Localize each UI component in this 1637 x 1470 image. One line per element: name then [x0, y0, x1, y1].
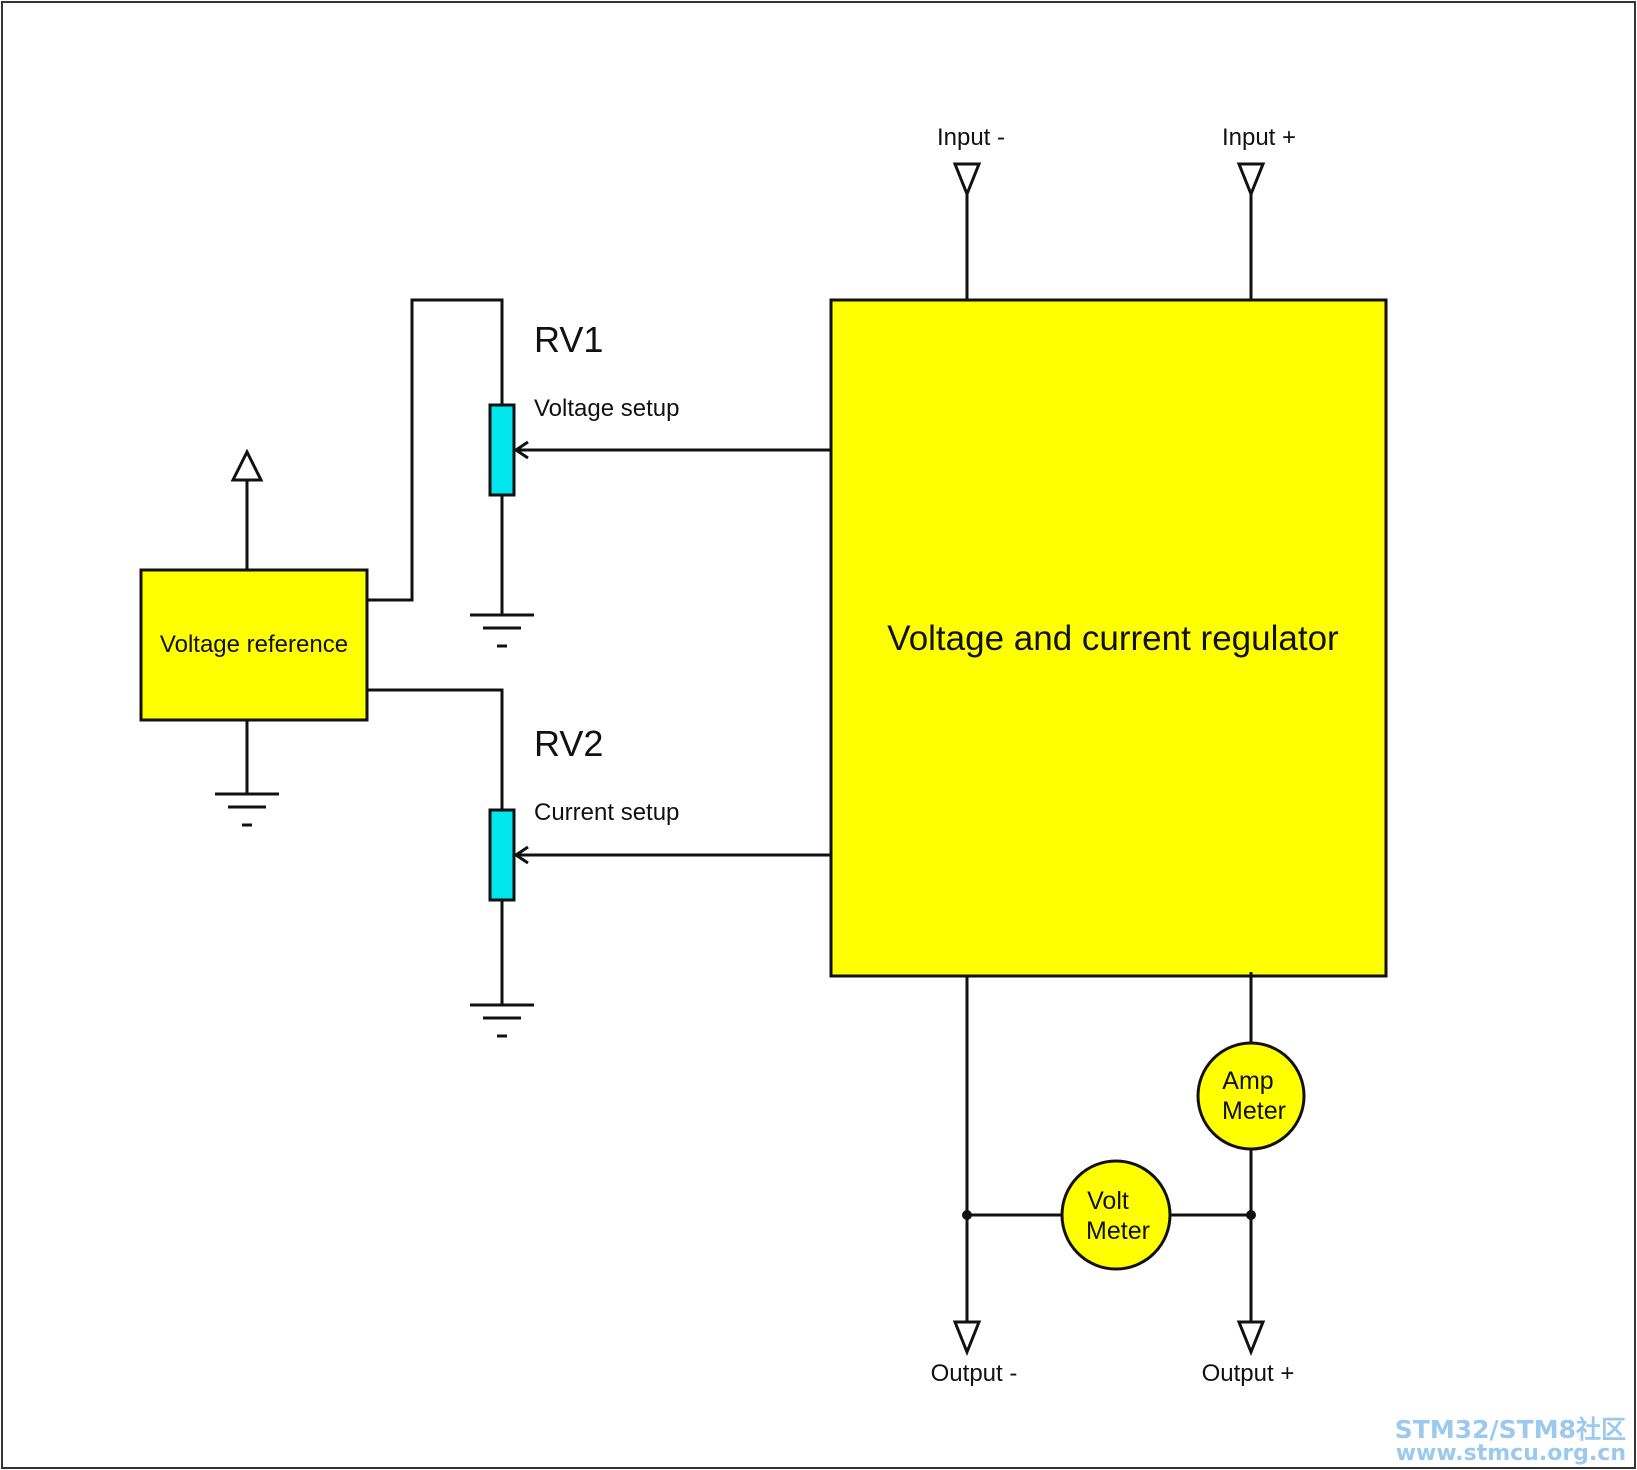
amp-meter [1196, 1041, 1306, 1151]
rv1-potentiometer [488, 403, 516, 497]
watermark-title: STM32/STM8社区 [1395, 1415, 1626, 1444]
output-minus-terminal [952, 1320, 982, 1357]
voltage-reference-label: Voltage reference [160, 631, 348, 658]
junction-dot [962, 1210, 972, 1220]
amp-meter-label-line1: Amp [1222, 1067, 1273, 1095]
rv1-wiper-arrow-icon [513, 440, 831, 460]
regulator-block [829, 298, 1388, 978]
output-plus-terminal [1236, 1320, 1266, 1357]
ground-symbol-icon [470, 900, 534, 1038]
amp-meter-label-line2: Meter [1222, 1097, 1286, 1125]
volt-meter-label-line2: Meter [1086, 1217, 1150, 1245]
rv1-description: Voltage setup [534, 395, 679, 422]
vref-to-rv1-wire [367, 298, 504, 602]
output-plus-label: Output + [1202, 1360, 1295, 1387]
rv2-wiper-arrow-icon [513, 845, 831, 865]
rv1-label: RV1 [534, 319, 603, 360]
vref-to-rv2-wire [367, 688, 504, 810]
watermark-url: www.stmcu.org.cn [1396, 1441, 1626, 1466]
input-minus-terminal [952, 162, 982, 300]
input-plus-terminal [1236, 162, 1266, 300]
supply-arrow-icon [230, 448, 264, 570]
rv2-potentiometer [488, 808, 516, 902]
input-plus-label: Input + [1222, 124, 1296, 151]
output-minus-label: Output - [931, 1360, 1018, 1387]
junction-dot [1246, 1210, 1256, 1220]
rv2-description: Current setup [534, 799, 679, 826]
rv2-label: RV2 [534, 723, 603, 764]
ground-symbol-icon [215, 720, 279, 827]
ground-symbol-icon [470, 495, 534, 648]
voltage-reference-block [139, 568, 369, 722]
input-minus-label: Input - [937, 124, 1005, 151]
regulator-label: Voltage and current regulator [887, 619, 1339, 658]
volt-meter-label-line1: Volt [1087, 1187, 1129, 1215]
volt-meter [1060, 1159, 1172, 1271]
